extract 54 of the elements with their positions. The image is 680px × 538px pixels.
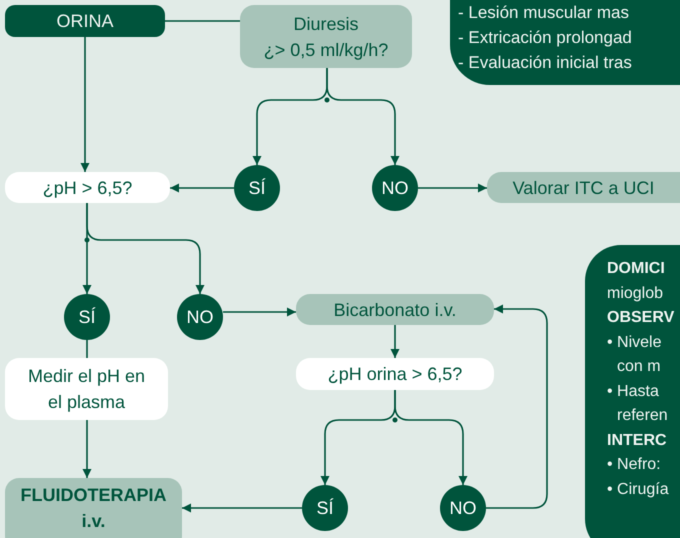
arrow <box>418 184 487 192</box>
arrow <box>82 420 92 478</box>
result-box <box>5 478 182 538</box>
arrow <box>80 37 90 172</box>
node-text: OBSERV <box>607 308 674 328</box>
answer-circle <box>372 165 418 211</box>
node-text: - Extricación prolongad <box>458 27 632 49</box>
connector-line <box>86 340 88 358</box>
node-text: • Nivele con m <box>607 332 663 377</box>
action-box <box>296 294 494 325</box>
node-text: Diuresis <box>293 12 358 36</box>
action-box <box>5 358 168 420</box>
arrow <box>86 203 204 294</box>
arrow <box>390 325 400 358</box>
answer-circle <box>234 165 280 211</box>
action-box <box>487 172 680 203</box>
node-text: INTERC <box>607 430 667 450</box>
node-text: ¿> 0,5 ml/kg/h? <box>264 38 388 62</box>
node-text: NO <box>450 497 476 519</box>
node-text: SÍ <box>78 306 96 328</box>
node-text: • Hasta referen <box>607 382 669 426</box>
arrow <box>486 304 548 509</box>
node-text: Medir el pH en el plasma <box>26 365 146 414</box>
connector-line <box>165 20 240 22</box>
node-text: ¿pH orina > 6,5? <box>328 363 462 385</box>
node-text: SÍ <box>248 177 266 199</box>
arrow <box>223 308 296 316</box>
node-text: NO <box>186 306 214 328</box>
arrow <box>182 504 302 512</box>
arrow <box>170 184 234 192</box>
node-text: • Cirugía <box>607 480 669 500</box>
answer-circle <box>302 485 348 531</box>
node-text: • Nefro: <box>607 455 661 475</box>
note-panel <box>450 0 680 85</box>
arrow <box>326 68 400 165</box>
node-text: SÍ <box>316 497 334 519</box>
node-text: FLUIDOTERAPIA i.v. <box>20 484 168 533</box>
start-box <box>5 5 165 37</box>
node-text: Valorar ITC a UCI <box>512 176 654 198</box>
answer-circle <box>64 294 110 340</box>
answer-circle <box>177 294 223 340</box>
node-text: ¿pH > 6,5? <box>42 176 132 198</box>
node-text: NO <box>382 177 408 199</box>
node-text: - Lesión muscular mas <box>458 2 630 24</box>
answer-circle <box>440 485 486 531</box>
node-text: ORINA <box>56 10 114 32</box>
decision-box <box>240 5 412 68</box>
decision-box <box>5 172 170 203</box>
node-text: DOMICI mioglob <box>607 259 666 304</box>
arrow <box>394 390 468 485</box>
node-text: Bicarbonato i.v. <box>334 298 456 320</box>
decision-box <box>296 358 494 390</box>
node-text: - Evaluación inicial tras <box>458 52 632 74</box>
info-panel <box>585 245 680 538</box>
